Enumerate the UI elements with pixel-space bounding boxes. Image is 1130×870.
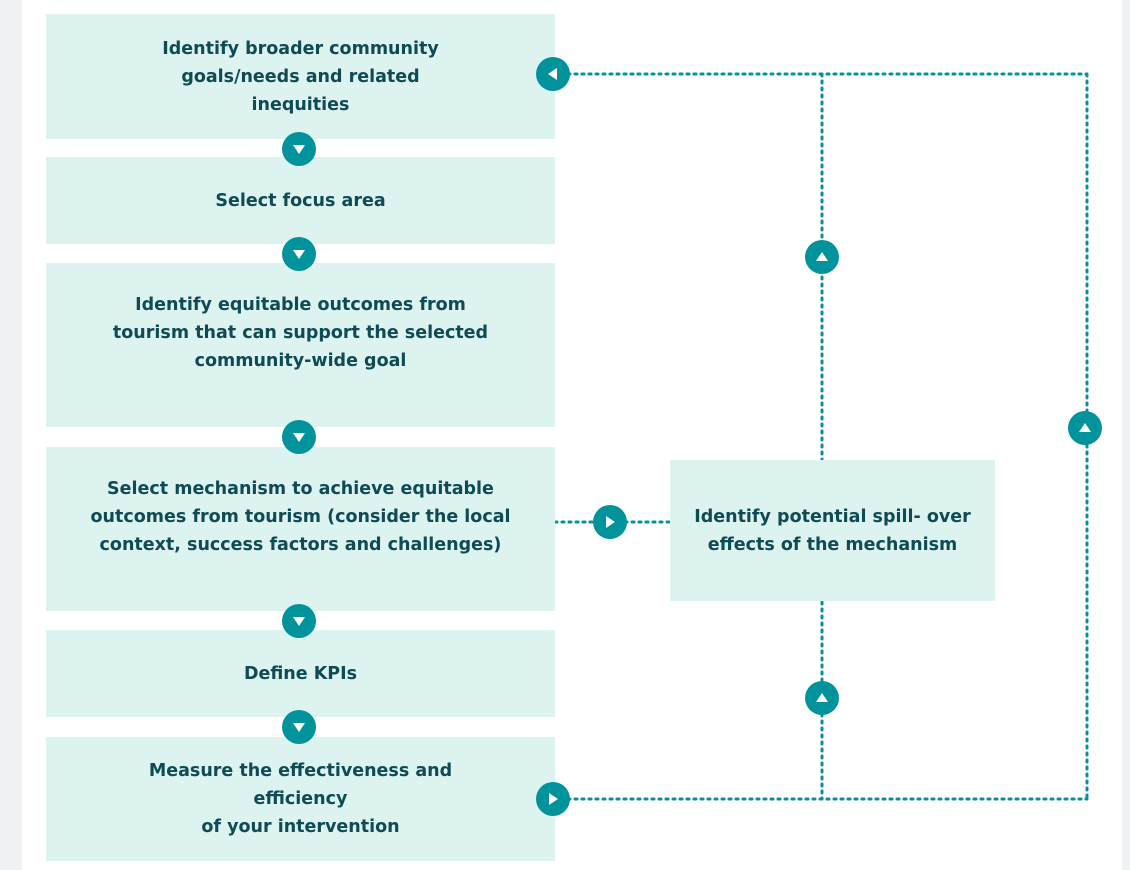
step-text-line: effects of the mechanism: [707, 534, 958, 555]
step-text-line: Select mechanism to achieve equitable: [107, 479, 494, 499]
arrow-down-icon: [282, 710, 316, 744]
step-text-line: Select focus area: [215, 190, 386, 211]
step-text-line: efficiency: [253, 789, 348, 809]
step-text-line: Define KPIs: [243, 663, 358, 684]
step-define-kpis: Define KPIs: [46, 630, 555, 717]
step-text-line: context, success factors and challenges): [99, 535, 502, 555]
step-spillover: Identify potential spill- over effects o…: [670, 460, 995, 601]
arrow-down-icon: [282, 420, 316, 454]
step-text-line: inequities: [251, 94, 350, 115]
step-focus-area: Select focus area: [46, 157, 555, 244]
arrow-down-icon: [282, 237, 316, 271]
arrow-left-icon: [536, 57, 570, 91]
arrow-up-icon: [805, 681, 839, 715]
step-text-line: Identify equitable outcomes from: [135, 295, 466, 315]
arrow-down-icon: [282, 604, 316, 638]
step-text-line: community-wide goal: [194, 351, 407, 371]
step-select-mechanism: Select mechanism to achieve equitable ou…: [46, 447, 555, 611]
step-text-line: Identify broader community: [162, 38, 439, 59]
arrow-right-icon: [593, 505, 627, 539]
arrow-down-icon: [282, 132, 316, 166]
step-equitable-outcomes: Identify equitable outcomes from tourism…: [46, 263, 555, 427]
step-text-line: tourism that can support the selected: [112, 323, 489, 343]
diagram-canvas: Identify broader community goals/needs a…: [22, 0, 1122, 870]
step-text-line: goals/needs and related: [181, 66, 420, 87]
step-text-line: Measure the effectiveness and: [148, 761, 453, 781]
step-text-line: Identify potential spill- over: [694, 506, 971, 527]
arrow-up-icon: [805, 240, 839, 274]
step-broader-goals: Identify broader community goals/needs a…: [46, 14, 555, 139]
step-measure-effectiveness: Measure the effectiveness and efficiency…: [46, 737, 555, 861]
arrow-right-icon: [536, 782, 570, 816]
step-text-line: of your intervention: [201, 817, 400, 837]
arrow-up-icon: [1068, 411, 1102, 445]
step-text-line: outcomes from tourism (consider the loca…: [90, 507, 511, 527]
